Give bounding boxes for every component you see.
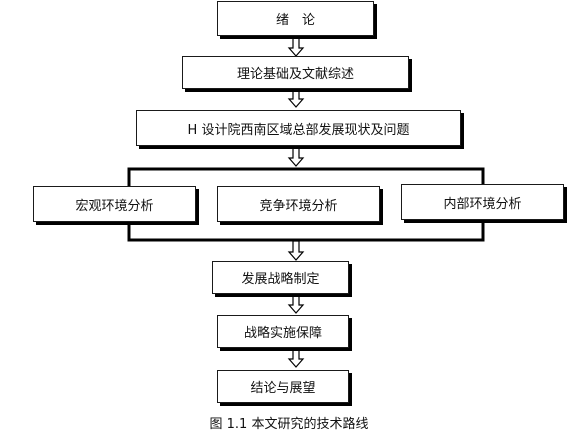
arrow-strategy-to-guarantee bbox=[287, 294, 305, 314]
box-macro-analysis: 宏观环境分析 bbox=[33, 186, 196, 222]
box-status: H 设计院西南区域总部发展现状及问题 bbox=[136, 110, 461, 146]
box-intro: 绪 论 bbox=[217, 1, 374, 36]
box-guarantee: 战略实施保障 bbox=[217, 315, 349, 348]
arrow-intro-to-theory bbox=[287, 36, 305, 57]
box-conclusion: 结论与展望 bbox=[217, 370, 349, 403]
box-strategy: 发展战略制定 bbox=[212, 261, 349, 294]
box-competition-analysis: 竞争环境分析 bbox=[217, 186, 380, 222]
arrow-status-to-analysis bbox=[287, 146, 305, 167]
arrow-guarantee-to-conclusion bbox=[287, 348, 305, 368]
figure-caption: 图 1.1 本文研究的技术路线 bbox=[209, 417, 369, 432]
arrow-analysis-to-strategy bbox=[287, 240, 305, 261]
box-theory: 理论基础及文献综述 bbox=[182, 56, 409, 89]
arrow-theory-to-status bbox=[287, 88, 305, 108]
box-internal-analysis: 内部环境分析 bbox=[401, 184, 564, 220]
